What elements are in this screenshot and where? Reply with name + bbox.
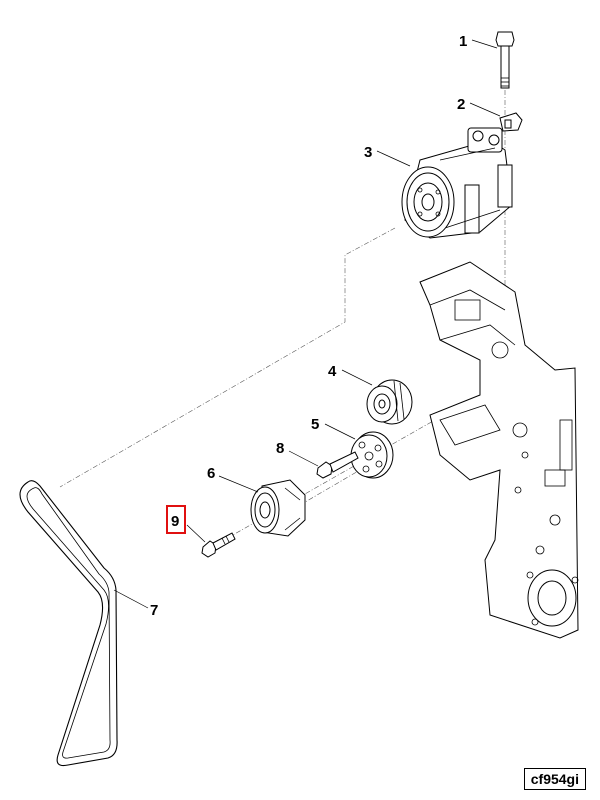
part-4-grooved-pulley [366,379,413,425]
part-9-bolt [201,532,236,558]
callout-7: 7 [150,602,158,619]
part-2-clip [499,112,523,132]
part-8-short-bolt [316,451,359,479]
part-7-serpentine-belt [19,480,118,767]
part-6-tensioner-pulley [250,479,306,537]
callout-2: 2 [457,96,465,113]
engine-block-bracket [419,261,579,639]
callout-4: 4 [328,363,337,380]
part-1-bolt [495,31,515,89]
reference-code-label: cf954gi [523,768,586,790]
callout-3: 3 [364,144,372,161]
callout-1: 1 [459,33,467,50]
callout-labels: 1 2 3 4 5 6 7 8 9 [150,33,467,619]
callout-6: 6 [207,465,215,482]
highlight-box-callout-9 [166,505,186,534]
callout-9: 9 [171,513,179,530]
part-5-pulley-plate [350,431,394,479]
leader-lines [113,39,501,609]
callout-8: 8 [276,440,284,457]
callout-5: 5 [311,416,319,433]
part-3-compressor [401,127,513,239]
